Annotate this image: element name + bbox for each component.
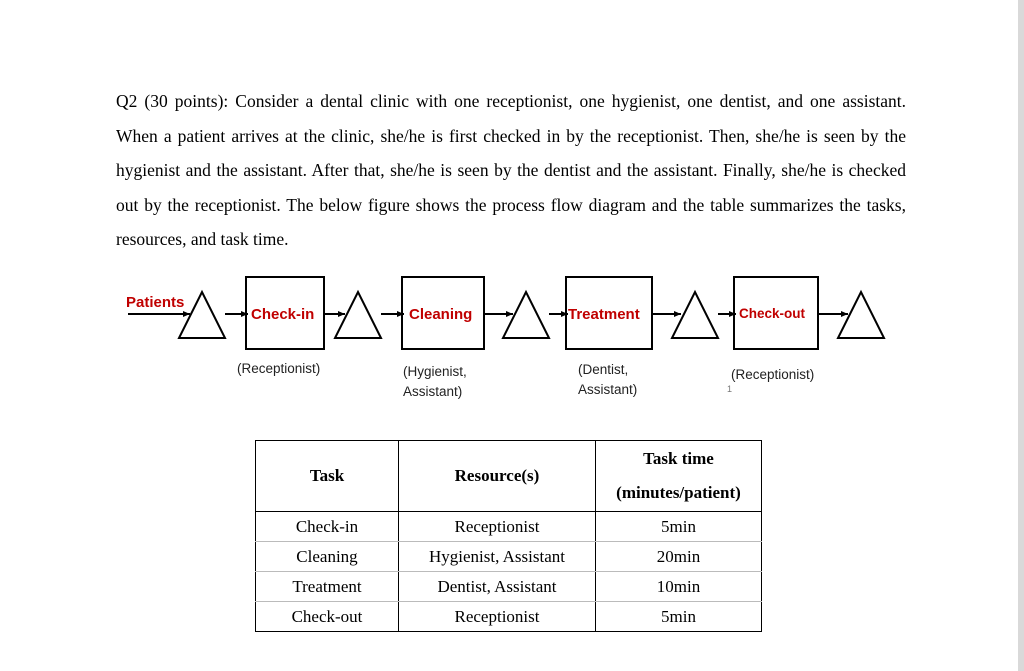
cell-resources: Receptionist [398, 511, 596, 542]
table-row: Check-out Receptionist 5min [255, 601, 762, 632]
stage-label-check-out: Check-out [739, 306, 806, 321]
cell-resources: Hygienist, Assistant [398, 541, 596, 572]
cell-time: 5min [595, 601, 762, 632]
stage-label-cleaning: Cleaning [409, 306, 472, 323]
table-row: Check-in Receptionist 5min [255, 511, 762, 542]
cell-task: Check-out [255, 601, 399, 632]
inventory-triangle-4 [670, 289, 720, 339]
footnote-mark: 1 [727, 384, 733, 394]
inventory-triangle-1 [177, 289, 227, 339]
header-task-time: Task time (minutes/patient) [595, 440, 762, 512]
cell-task: Treatment [255, 571, 399, 602]
inventory-triangle-3 [501, 289, 551, 339]
header-task: Task [255, 440, 399, 512]
table-row: Treatment Dentist, Assistant 10min [255, 571, 762, 602]
cell-resources: Receptionist [398, 601, 596, 632]
inventory-triangle-2 [333, 289, 383, 339]
cell-time: 10min [595, 571, 762, 602]
scrollbar-edge [1018, 0, 1024, 671]
cell-time: 5min [595, 511, 762, 542]
question-text: Q2 (30 points): Consider a dental clinic… [116, 91, 906, 249]
cell-time: 20min [595, 541, 762, 572]
resource-label-check-in: (Receptionist) [237, 361, 321, 376]
table-row: Cleaning Hygienist, Assistant 20min [255, 541, 762, 572]
task-table: Task Resource(s) Task time (minutes/pati… [255, 440, 762, 632]
header-task-time-line2: (minutes/patient) [616, 483, 741, 502]
cell-task: Check-in [255, 511, 399, 542]
cell-task: Cleaning [255, 541, 399, 572]
resource-label-check-out: (Receptionist) [731, 367, 815, 382]
inventory-triangle-5 [836, 289, 886, 339]
stage-label-treatment: Treatment [568, 306, 640, 323]
header-task-time-line1: Task time [643, 449, 714, 468]
patients-label: Patients [126, 294, 184, 311]
stage-label-check-in: Check-in [251, 306, 314, 323]
cell-resources: Dentist, Assistant [398, 571, 596, 602]
resource-label-treatment: (Dentist, Assistant) [578, 362, 638, 397]
resource-label-cleaning: (Hygienist, Assistant) [403, 364, 467, 399]
header-resources: Resource(s) [398, 440, 596, 512]
